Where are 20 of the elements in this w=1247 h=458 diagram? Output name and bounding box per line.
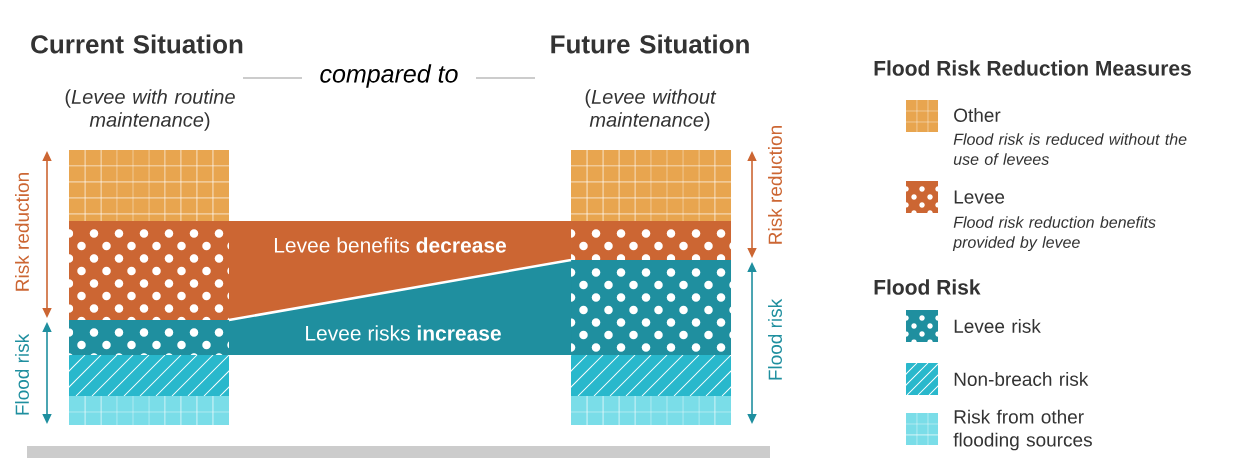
legend-heading: Flood Risk [874, 279, 981, 295]
subheading: (Levee with routine maintenance) [65, 89, 235, 131]
legend-label: Risk from other flooding sources [953, 409, 1092, 451]
legend-description: Flood risk is reduced without the use of levees [953, 133, 1187, 165]
axis-label: Risk reduction [15, 173, 29, 291]
axis-label: Risk reduction [768, 126, 782, 244]
legend-label: Levee risk [954, 319, 1041, 333]
legend-description: Flood risk reduction benefits provided by levee [952, 216, 1156, 252]
legend-label: Non-breach risk [954, 372, 1089, 386]
node-label: Levee risks increase [306, 325, 501, 341]
legend-heading: Flood Risk Reduction Measures [874, 60, 1191, 76]
legend-label: Other [954, 108, 1001, 122]
axis-label: Flood risk [15, 333, 29, 415]
heading: Future Situation [551, 34, 749, 54]
legend-label: Levee [954, 190, 1005, 204]
subheading: (Levee without maintenance) [585, 89, 717, 131]
node-label: Levee benefits decrease [274, 237, 507, 253]
comparison-label: compared to [320, 64, 458, 88]
heading: Current Situation [31, 34, 243, 54]
axis-label: Flood risk [768, 298, 782, 380]
